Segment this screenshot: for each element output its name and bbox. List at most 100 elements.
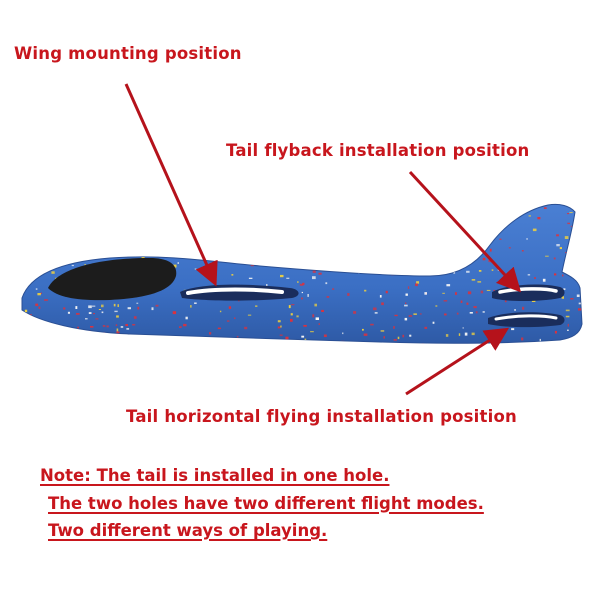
foam-speckle	[466, 270, 470, 273]
foam-speckle	[351, 205, 354, 208]
foam-speckle	[452, 201, 455, 204]
foam-speckle	[34, 230, 37, 234]
foam-speckle	[22, 273, 25, 275]
foam-speckle	[149, 251, 152, 253]
foam-speckle	[66, 209, 69, 212]
foam-speckle	[372, 212, 375, 214]
foam-speckle	[296, 315, 299, 318]
foam-speckle	[424, 326, 428, 329]
foam-speckle	[22, 245, 24, 248]
foam-speckle	[57, 245, 61, 248]
foam-speckle	[157, 224, 159, 226]
foam-speckle	[80, 222, 83, 225]
foam-speckle	[432, 321, 435, 324]
foam-speckle	[314, 303, 317, 307]
foam-speckle	[299, 207, 301, 210]
foam-speckle	[435, 270, 438, 273]
foam-speckle	[228, 306, 232, 309]
foam-speckle	[325, 282, 328, 285]
foam-speckle	[308, 260, 312, 263]
foam-speckle	[37, 293, 41, 296]
foam-speckle	[481, 228, 483, 231]
foam-speckle	[376, 253, 379, 257]
foam-speckle	[168, 204, 172, 206]
wing-mounting-label: Wing mounting position	[14, 44, 242, 63]
foam-speckle	[380, 330, 385, 332]
foam-speckle	[236, 335, 239, 338]
foam-speckle	[363, 333, 368, 336]
foam-speckle	[216, 225, 220, 227]
foam-speckle	[301, 297, 303, 300]
foam-speckle	[136, 302, 139, 304]
foam-speckle	[494, 338, 497, 341]
foam-speckle	[90, 326, 94, 328]
foam-speckle	[24, 325, 28, 327]
foam-speckle	[297, 256, 300, 259]
foam-speckle	[232, 237, 235, 239]
foam-speckle	[341, 231, 345, 234]
foam-speckle	[312, 276, 316, 280]
foam-speckle	[364, 255, 367, 257]
foam-speckle	[385, 290, 388, 294]
foam-speckle	[104, 225, 107, 228]
foam-speckle	[68, 224, 71, 227]
foam-speckle	[447, 209, 450, 212]
foam-speckle	[94, 226, 98, 230]
foam-speckle	[73, 228, 76, 232]
foam-speckle	[319, 213, 323, 216]
foam-speckle	[491, 269, 494, 271]
foam-speckle	[277, 326, 281, 329]
foam-speckle	[121, 200, 122, 203]
note-block: Note: The tail is installed in one hole.…	[40, 466, 580, 551]
foam-speckle	[442, 292, 445, 294]
foam-speckle	[564, 236, 569, 239]
foam-speckle	[486, 289, 491, 291]
foam-speckle	[470, 249, 473, 251]
foam-speckle	[42, 204, 44, 205]
foam-speckle	[83, 250, 87, 252]
foam-speckle	[216, 341, 220, 344]
foam-speckle	[82, 243, 85, 246]
foam-speckle	[116, 328, 119, 332]
foam-speckle	[413, 313, 417, 315]
foam-speckle	[301, 335, 305, 338]
note-line-1: Note: The tail is installed in one hole.	[40, 466, 390, 485]
foam-speckle	[285, 336, 289, 340]
foam-speckle	[386, 213, 390, 215]
foam-speckle	[477, 249, 480, 251]
foam-speckle	[42, 227, 46, 229]
foam-speckle	[81, 229, 85, 233]
foam-speckle	[60, 232, 62, 235]
foam-speckle	[185, 316, 188, 320]
foam-speckle	[570, 225, 573, 227]
foam-speckle	[135, 220, 139, 222]
foam-speckle	[96, 249, 99, 251]
foam-speckle	[279, 233, 282, 236]
foam-speckle	[307, 221, 311, 223]
foam-speckle	[51, 271, 55, 274]
foam-speckle	[64, 330, 66, 332]
foam-speckle	[482, 257, 486, 261]
foam-speckle	[90, 332, 94, 336]
foam-speckle	[288, 305, 291, 309]
foam-speckle	[290, 212, 294, 215]
foam-speckle	[274, 263, 277, 266]
foam-speckle	[504, 300, 507, 303]
foam-speckle	[407, 286, 410, 289]
foam-speckle	[105, 201, 107, 203]
foam-speckle	[393, 326, 395, 329]
foam-speckle	[231, 274, 234, 276]
foam-speckle	[553, 257, 556, 260]
foam-speckle	[404, 304, 408, 307]
foam-speckle	[223, 338, 226, 342]
foam-speckle	[318, 272, 322, 275]
foam-speckle	[35, 265, 37, 268]
foam-speckle	[22, 341, 25, 344]
foam-speckle	[68, 223, 71, 226]
foam-speckle	[131, 245, 135, 248]
foam-speckle	[108, 242, 111, 244]
foam-speckle	[489, 248, 492, 252]
foam-speckle	[471, 279, 476, 281]
foam-speckle	[195, 221, 197, 225]
foam-speckle	[66, 256, 69, 259]
